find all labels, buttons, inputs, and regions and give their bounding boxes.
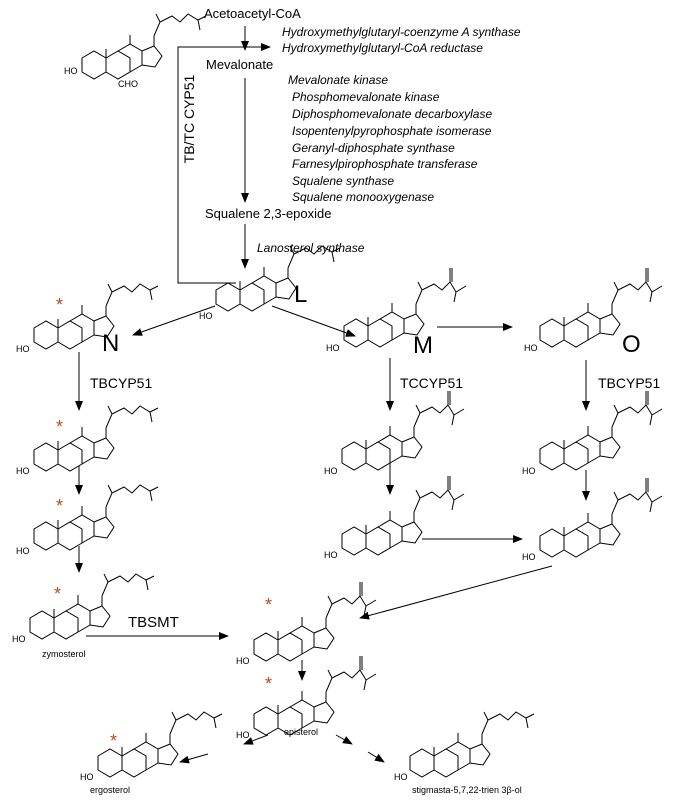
label-stigmasta: stigmasta-5,7,22-trien 3β-ol (412, 785, 522, 795)
arrow-L-M (271, 305, 356, 337)
label-ho-O3: HO (522, 552, 536, 562)
marker-star-N2: * (56, 417, 64, 437)
structure-stigmasta (409, 711, 535, 778)
arrow-episterol-4 (367, 751, 385, 763)
structure-M (343, 267, 467, 348)
label-ho-N3: HO (16, 546, 30, 556)
label-ho-M3: HO (324, 550, 338, 560)
enzyme-farnesyl-transferase: Farnesylpirophosphate transferase (292, 157, 478, 171)
label-ho-O2: HO (522, 466, 536, 476)
structure-episterol (253, 655, 377, 736)
label-ho-zymosterol: HO (12, 634, 26, 644)
label-ho-N: HO (16, 344, 30, 354)
label-squalene-epoxide: Squalene 2,3-epoxide (205, 206, 332, 221)
label-M: M (413, 332, 433, 359)
marker-star-N3: * (56, 496, 64, 516)
label-ho-L: HO (199, 311, 213, 321)
enzyme-squalene-synthase: Squalene synthase (292, 174, 395, 188)
label-enzyme-M: TCCYP51 (400, 375, 464, 391)
marker-star-ergosterol: * (110, 731, 118, 751)
label-ho-stigmasta: HO (394, 772, 408, 782)
label-ho-O: HO (524, 343, 538, 353)
marker-star-episterol: * (265, 674, 273, 694)
arrow-O-center (359, 565, 553, 620)
enzyme-geranyl-synthase: Geranyl-diphosphate synthase (292, 141, 455, 155)
structure-M2 (341, 390, 465, 471)
label-acetoacetyl-coa: Acetoacetyl-CoA (204, 6, 301, 21)
label-episterol: episterol (284, 727, 319, 737)
label-smt: TBSMT (128, 614, 179, 631)
structure-O (539, 267, 663, 348)
label-ho-center: HO (236, 656, 250, 666)
enzyme-hmg-reductase: Hydroxymethylglutaryl-CoA reductase (282, 41, 483, 55)
arrow-episterol-3 (335, 734, 353, 745)
structure-O2 (539, 390, 663, 471)
label-feedback-cyp51: TB/TC CYP51 (181, 74, 197, 164)
label-enzyme-O: TBCYP51 (598, 375, 661, 391)
arrow-episterol-1 (243, 734, 269, 745)
structure-center (253, 581, 377, 662)
structure-N (33, 283, 159, 350)
feedback-line (177, 46, 270, 284)
label-ho-episterol: HO (236, 730, 250, 740)
enzyme-hmg-synthase: Hydroxymethylglutaryl-coenzyme A synthas… (282, 25, 521, 39)
structure-M3 (341, 475, 465, 556)
enzyme-isopentenyl-isomerase: Isopentenylpyrophosphate isomerase (292, 124, 492, 138)
arrow-episterol-2 (179, 753, 209, 764)
label-ho-aldehyde: HO (64, 66, 78, 76)
label-zymosterol: zymosterol (42, 649, 86, 659)
label-ho-N2: HO (16, 466, 30, 476)
marker-star-center: * (265, 595, 273, 615)
structure-O3 (539, 477, 663, 558)
enzyme-mevalonate-kinase: Mevalonate kinase (288, 73, 389, 87)
structure-N2 (33, 405, 159, 472)
enzyme-lanosterol-synthase: Lanosterol synthase (257, 241, 365, 255)
label-ho-M: HO (326, 343, 340, 353)
marker-star-zymosterol: * (54, 584, 62, 604)
label-O: O (622, 331, 641, 358)
label-enzyme-N: TBCYP51 (90, 375, 153, 391)
structure-N3 (33, 484, 159, 551)
structure-lanosterol (215, 245, 341, 312)
label-N: N (102, 330, 120, 357)
label-L: L (294, 281, 308, 308)
label-ho-M2: HO (324, 466, 338, 476)
label-ho-ergosterol: HO (80, 772, 94, 782)
label-ergosterol: ergosterol (90, 785, 131, 795)
label-mevalonate: Mevalonate (206, 57, 274, 72)
arrow-L-N (132, 305, 216, 336)
enzyme-phosphomevalonate-kinase: Phosphomevalonate kinase (292, 90, 440, 104)
enzyme-diphosphomevalonate-decarboxylase: Diphosphomevalonate decarboxylase (292, 107, 493, 121)
enzyme-squalene-monooxygenase: Squalene monooxygenase (292, 190, 435, 204)
label-cho: CHO (118, 79, 138, 89)
marker-star-N: * (56, 295, 64, 315)
